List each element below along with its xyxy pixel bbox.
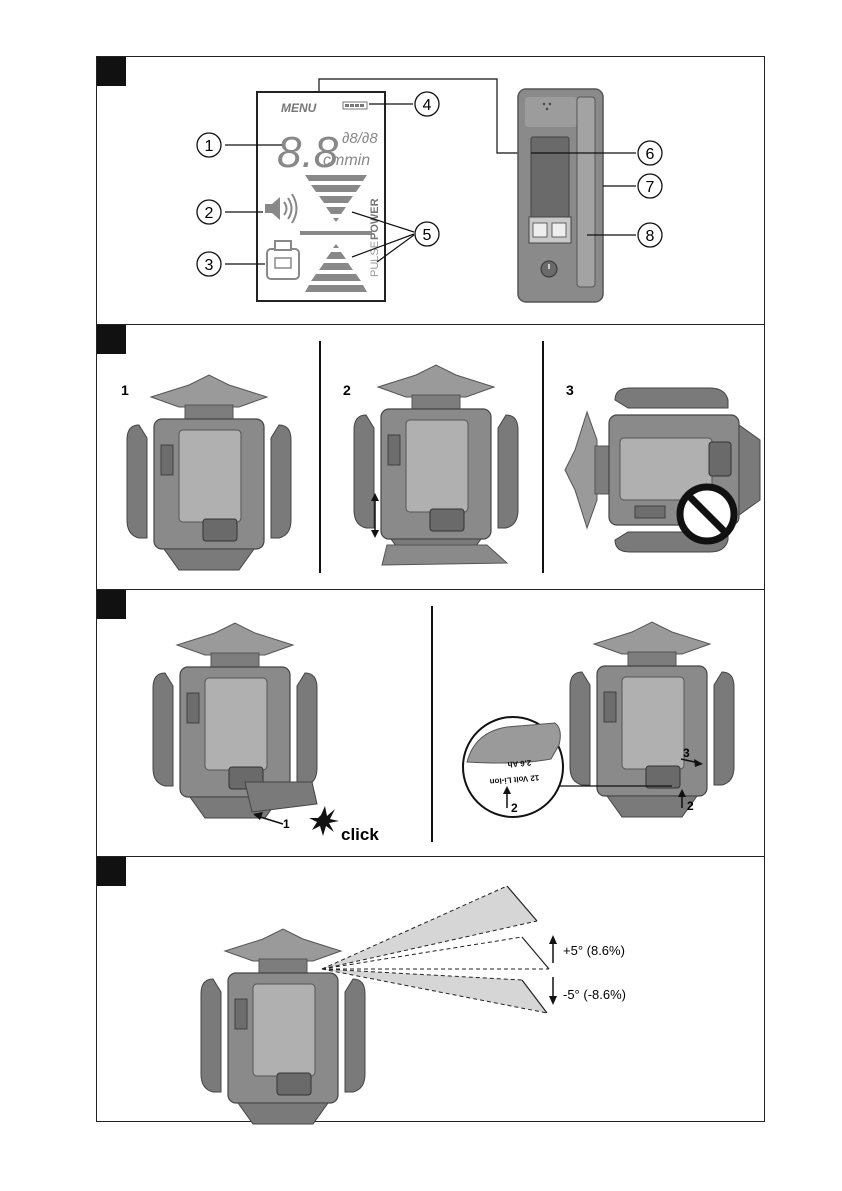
callout-2: 2 [197,200,263,224]
svg-text:7: 7 [646,179,655,196]
callout-3: 3 [197,252,265,276]
callout-7: 7 [603,174,662,198]
prohibited-icon [680,487,734,541]
panel-2-drawing: 1 2 3 [97,325,766,590]
svg-text:5: 5 [423,227,432,244]
page-frame: MENU ∂8/∂8 8.8 cmmin [96,56,765,1122]
tripod-plate [382,545,507,565]
panel-4-drawing: +5° (8.6%) -5° (-8.6%) [97,857,766,1123]
laser-tool-remove-battery [570,622,734,817]
arrow-label-1: 1 [283,817,290,831]
laser-tool-slope [201,929,365,1124]
svg-text:1: 1 [205,138,214,155]
display-units: cmmin [323,152,370,169]
panel-2-positioning: 1 2 3 [97,325,764,590]
step-2-label: 2 [343,382,351,398]
menu-label: MENU [281,101,317,115]
svg-text:3: 3 [205,257,214,274]
step-3-label: 3 [566,382,574,398]
panel-3-battery: 1 click 12 Volt Li-Ion 2.6 Ah 2 [97,590,764,857]
panel-4-slope: +5° (8.6%) -5° (-8.6%) [97,857,764,1123]
panel-1-drawing: MENU ∂8/∂8 8.8 cmmin [97,57,766,325]
svg-text:6: 6 [646,146,655,163]
center-level-line [300,231,372,235]
click-burst-icon [309,806,339,836]
up-arrow-icon-plus [549,935,557,963]
minus-slope-label: -5° (-8.6%) [563,987,626,1002]
upper-beam-fan [322,886,537,969]
panel-3-drawing: 1 click 12 Volt Li-Ion 2.6 Ah 2 [97,590,766,857]
svg-text:2: 2 [205,205,214,222]
laser-receiver [518,89,603,302]
plus-slope-label: +5° (8.6%) [563,943,625,958]
display-units-top: ∂8/∂8 [342,130,378,147]
laser-tool-upright [127,375,291,570]
arrow-label-3: 3 [683,746,690,760]
svg-text:4: 4 [423,97,432,114]
panel-1-display-and-receiver: MENU ∂8/∂8 8.8 cmmin [97,57,764,325]
down-arrow-icon-minus [549,977,557,1005]
battery-pack-inserting [245,782,317,812]
step-1-label: 1 [121,382,129,398]
arrow-label-2-right: 2 [687,799,694,813]
arrow-label-2-left: 2 [511,801,518,815]
svg-text:8: 8 [646,228,655,245]
click-label: click [341,825,379,844]
